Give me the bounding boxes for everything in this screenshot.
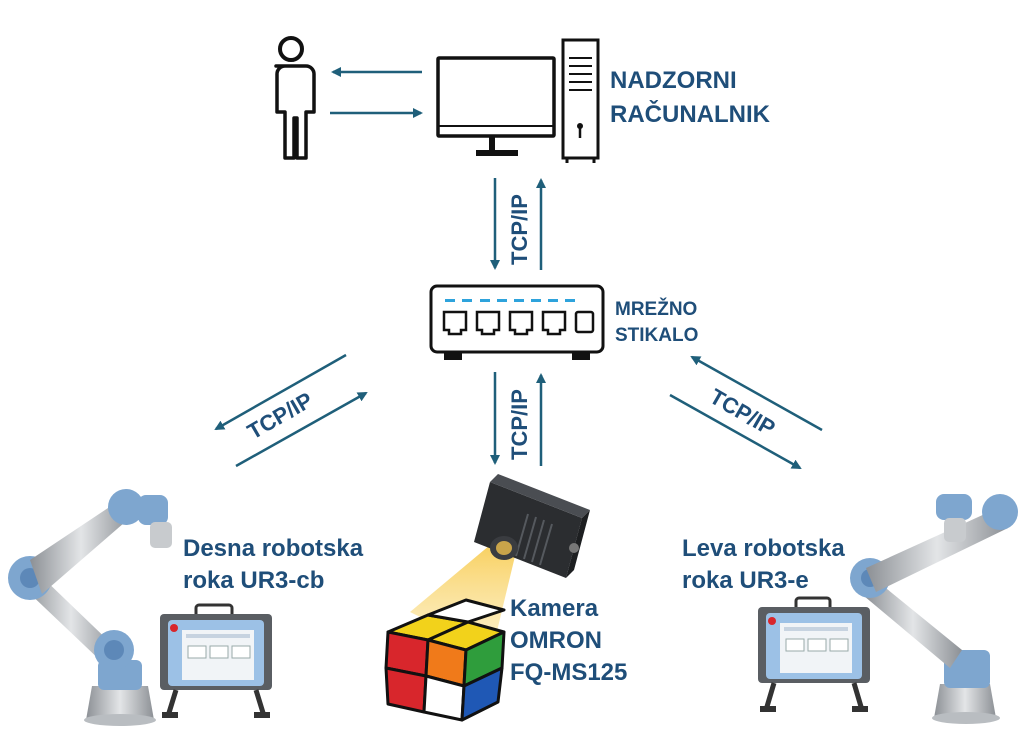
camera-label-line1: Kamera bbox=[510, 595, 599, 622]
arrow-switch-to-right-robot bbox=[214, 353, 347, 431]
camera-label-line3: FQ-MS125 bbox=[510, 659, 627, 686]
computer-label-line2: RAČUNALNIK bbox=[610, 100, 771, 128]
left-robot-label-line1: Leva robotska bbox=[682, 535, 845, 562]
tcp-label-switch-right-robot: TCP/IP bbox=[243, 387, 317, 444]
tcp-label-switch-camera: TCP/IP bbox=[507, 389, 532, 460]
arrow-right-robot-to-switch bbox=[235, 391, 368, 468]
person-icon bbox=[274, 36, 316, 160]
switch-label-line2: STIKALO bbox=[615, 325, 698, 346]
network-switch-icon bbox=[429, 284, 605, 360]
left-robot-label-line2: roka UR3-e bbox=[682, 567, 809, 594]
right-robot-label-line1: Desna robotska bbox=[183, 535, 364, 562]
monitor-icon bbox=[436, 56, 556, 156]
camera-icon bbox=[474, 474, 590, 578]
switch-label-line1: MREŽNO bbox=[615, 298, 697, 320]
robot-arm-icon bbox=[850, 494, 1018, 724]
teach-pendant-icon bbox=[160, 603, 272, 718]
arrow-left-robot-to-switch bbox=[690, 355, 823, 432]
teach-pendant-icon bbox=[758, 596, 870, 712]
robot-arm-icon bbox=[8, 489, 172, 726]
right-robot-label-line2: roka UR3-cb bbox=[183, 567, 324, 594]
camera-label-line2: OMRON bbox=[510, 627, 602, 654]
tcp-label-switch-left-robot: TCP/IP bbox=[706, 384, 780, 441]
arrow-switch-to-left-robot bbox=[669, 393, 802, 470]
tcp-label-pc-switch: TCP/IP bbox=[507, 194, 532, 265]
rubiks-cube-icon bbox=[384, 598, 506, 722]
tower-pc-icon bbox=[561, 38, 600, 163]
computer-label-line1: NADZORNI bbox=[610, 67, 737, 94]
